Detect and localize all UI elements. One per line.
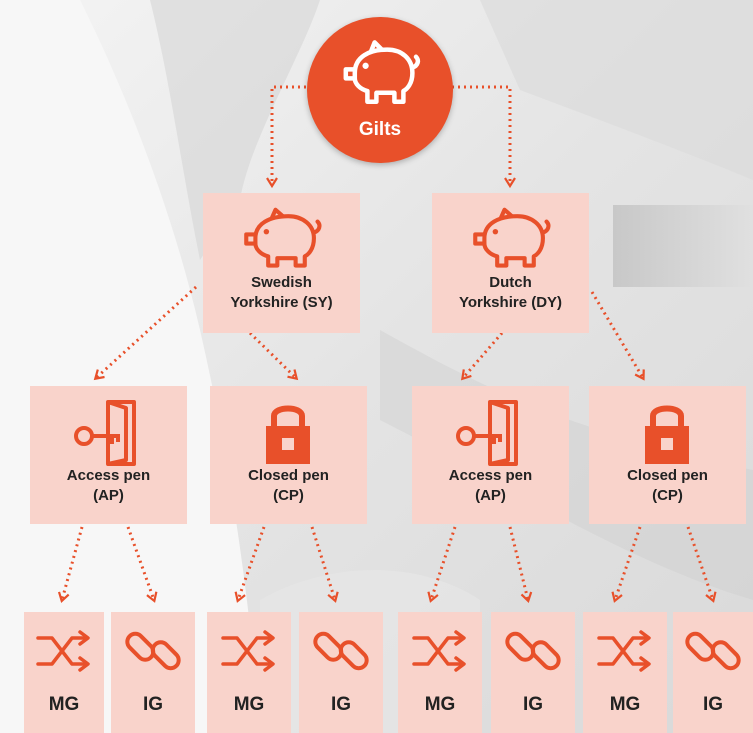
breed-box-swedish-yorkshire: Swedish Yorkshire (SY) bbox=[203, 193, 360, 333]
leaf-box-ig: IG bbox=[111, 612, 195, 733]
pen-label-line1: Access pen bbox=[66, 467, 151, 484]
pen-label-line2: (CP) bbox=[273, 487, 304, 504]
link-icon bbox=[125, 631, 181, 671]
pen-box-closed-dy: Closed pen (CP) bbox=[589, 386, 746, 524]
pen-box-access-dy: Access pen (AP) bbox=[412, 386, 569, 524]
pen-label-line2: (AP) bbox=[93, 487, 124, 504]
pen-box-closed-sy: Closed pen (CP) bbox=[210, 386, 367, 524]
pig-icon bbox=[343, 40, 421, 105]
pen-label-line1: Closed pen bbox=[248, 467, 329, 484]
leaf-label: IG bbox=[522, 694, 544, 715]
shuffle-icon bbox=[221, 630, 275, 672]
leaf-label: IG bbox=[702, 694, 724, 715]
gilts-label: Gilts bbox=[358, 119, 402, 140]
door-key-icon bbox=[74, 400, 136, 466]
pen-label-line1: Closed pen bbox=[627, 467, 708, 484]
leaf-label: MG bbox=[48, 694, 80, 715]
link-icon bbox=[685, 631, 741, 671]
link-icon bbox=[505, 631, 561, 671]
pen-label-line2: (AP) bbox=[475, 487, 506, 504]
shuffle-icon bbox=[412, 630, 466, 672]
pig-icon bbox=[244, 207, 322, 268]
leaf-box-ig: IG bbox=[299, 612, 383, 733]
shuffle-icon bbox=[36, 630, 90, 672]
leaf-box-mg: MG bbox=[24, 612, 104, 733]
leaf-label: MG bbox=[424, 694, 456, 715]
leaf-label: MG bbox=[609, 694, 641, 715]
pen-label-line2: (CP) bbox=[652, 487, 683, 504]
pig-icon bbox=[473, 207, 551, 268]
pen-box-access-sy: Access pen (AP) bbox=[30, 386, 187, 524]
breed-label-line1: Dutch bbox=[489, 274, 532, 291]
link-icon bbox=[313, 631, 369, 671]
pen-label-line1: Access pen bbox=[448, 467, 533, 484]
breed-box-dutch-yorkshire: Dutch Yorkshire (DY) bbox=[432, 193, 589, 333]
breed-label-line2: Yorkshire (DY) bbox=[458, 294, 563, 311]
lock-icon bbox=[266, 405, 310, 464]
leaf-label: IG bbox=[330, 694, 352, 715]
leaf-box-mg: MG bbox=[398, 612, 482, 733]
shuffle-icon bbox=[597, 630, 651, 672]
gilts-node: Gilts bbox=[307, 17, 453, 163]
leaf-label: MG bbox=[233, 694, 265, 715]
leaf-box-mg: MG bbox=[583, 612, 667, 733]
lock-icon bbox=[645, 405, 689, 464]
leaf-box-ig: IG bbox=[491, 612, 575, 733]
breed-label-line2: Yorkshire (SY) bbox=[230, 294, 333, 311]
door-key-icon bbox=[456, 400, 518, 466]
leaf-box-mg: MG bbox=[207, 612, 291, 733]
leaf-label: IG bbox=[142, 694, 164, 715]
breed-label-line1: Swedish bbox=[251, 274, 312, 291]
leaf-box-ig: IG bbox=[673, 612, 753, 733]
